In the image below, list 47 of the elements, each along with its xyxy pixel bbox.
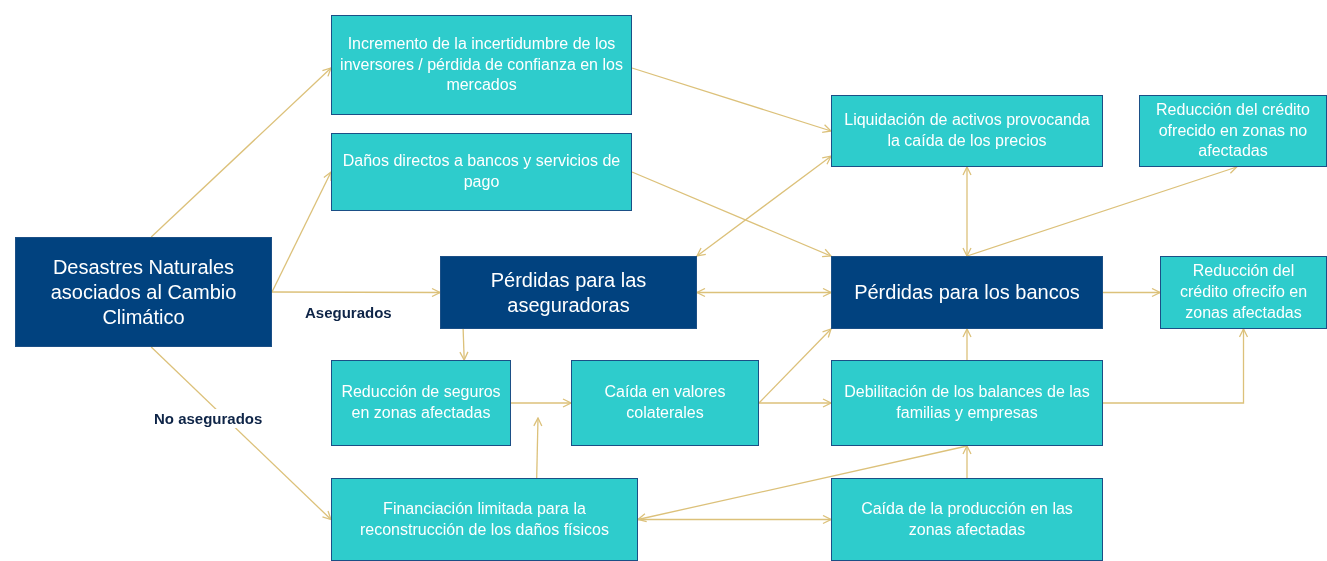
arrow — [962, 445, 972, 479]
process-box — [831, 360, 1103, 446]
process-box — [571, 360, 759, 446]
arrow — [1102, 287, 1161, 298]
process-box — [331, 360, 511, 446]
box-text: Debilitación de los balances de las familias y empresas — [843, 382, 1091, 423]
arrow — [1102, 328, 1249, 404]
arrow — [696, 155, 832, 257]
box-text: Caída en valores colaterales — [603, 382, 727, 423]
arrow — [637, 514, 832, 525]
box-text: Reducción de seguros en zonas afectadas — [340, 382, 502, 423]
box-text: Reducción del crédito ofrecifo en zonas afectadas — [1178, 261, 1309, 323]
process-box — [331, 15, 632, 115]
arrow — [510, 398, 572, 408]
process-box — [331, 133, 632, 211]
box-text: Pérdidas para las aseguradoras — [489, 267, 648, 318]
key-box — [831, 256, 1103, 329]
arrow — [758, 328, 832, 404]
process-box — [831, 95, 1103, 167]
arrow — [150, 67, 332, 238]
process-box — [331, 478, 638, 561]
box-text: Daños directos a bancos y servicios de pago — [341, 151, 622, 192]
arrow — [696, 287, 832, 298]
arrow — [271, 171, 332, 293]
arrow — [962, 166, 972, 257]
key-box — [440, 256, 697, 329]
box-text: Incremento de la incertidumbre de los inversores / pérdida de confianza en los mercados — [339, 33, 624, 96]
box-text: Liquidación de activos provocanda la caída de los precios — [843, 110, 1091, 151]
arrow — [459, 328, 469, 361]
arrow — [966, 165, 1238, 257]
arrow — [758, 398, 832, 408]
box-text: Financiación limitada para la reconstrucción de los daños físicos — [359, 498, 610, 540]
process-box — [1139, 95, 1327, 167]
arrow — [533, 417, 543, 479]
arrow — [637, 445, 968, 523]
arrow — [150, 346, 332, 521]
arrow — [962, 328, 972, 361]
arrow — [631, 171, 832, 258]
arrow — [631, 67, 832, 134]
box-text: Caída de la producción en las zonas afectadas — [860, 498, 1074, 540]
box-text: Desastres Naturales asociados al Cambio Climático — [49, 254, 238, 330]
box-text: Reducción del crédito ofrecido en zonas no afectadas — [1155, 99, 1311, 162]
process-box — [831, 478, 1103, 561]
process-box — [1160, 256, 1327, 329]
key-box — [15, 237, 272, 347]
box-text: Pérdidas para los bancos — [854, 280, 1080, 305]
arrow — [271, 287, 441, 298]
